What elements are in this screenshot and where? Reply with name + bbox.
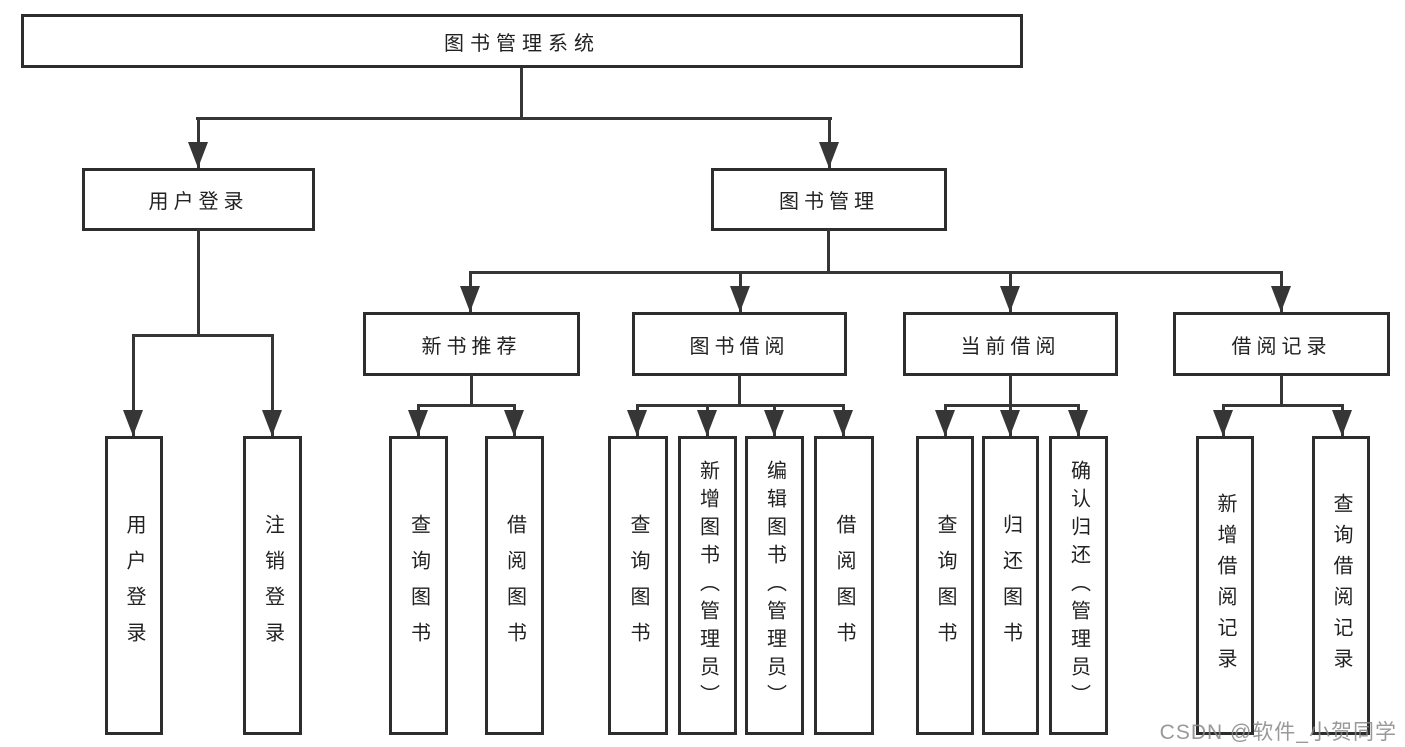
- arrow-down-icon: [504, 410, 524, 436]
- connector-vline: [197, 229, 200, 337]
- node-label: 图书借阅: [689, 335, 790, 358]
- arrow-down-icon: [1213, 410, 1233, 436]
- arrow-down-icon: [460, 286, 480, 312]
- leaf-label: 借阅图书: [503, 513, 526, 658]
- node-current-borrowing: 当前借阅: [903, 312, 1118, 376]
- connector-vline: [520, 68, 523, 118]
- leaf-label: 借阅图书: [833, 513, 855, 658]
- leaf-label: 确认归还（管理员）: [1067, 459, 1090, 712]
- leaf-query-books-recommend: 查询图书: [389, 436, 448, 735]
- leaf-logout: 注销登录: [243, 436, 302, 735]
- node-label: 图书管理: [779, 191, 879, 213]
- arrow-down-icon: [764, 410, 784, 436]
- csdn-watermark: CSDN @软件_小贺同学: [1159, 721, 1397, 744]
- connector-hline: [636, 404, 845, 407]
- connector-hline: [132, 334, 274, 337]
- node-borrowing-records: 借阅记录: [1173, 312, 1390, 376]
- arrow-down-icon: [1271, 286, 1291, 312]
- node-user-login: 用户登录: [82, 168, 315, 231]
- leaf-confirm-return-admin: 确认归还（管理员）: [1049, 436, 1108, 735]
- arrow-down-icon: [1000, 286, 1020, 312]
- leaf-add-book-admin: 新增图书（管理员）: [678, 436, 737, 735]
- leaf-edit-book-admin: 编辑图书（管理员）: [745, 436, 804, 735]
- arrow-down-icon: [819, 142, 839, 168]
- leaf-label: 注销登录: [261, 513, 284, 658]
- node-book-borrowing: 图书借阅: [632, 312, 847, 376]
- arrow-down-icon: [123, 410, 143, 436]
- leaf-label: 查询借阅记录: [1330, 492, 1352, 679]
- leaf-label: 用户登录: [123, 513, 145, 658]
- leaf-label: 归还图书: [999, 513, 1022, 658]
- arrow-down-icon: [697, 410, 717, 436]
- leaf-query-borrow-record: 查询借阅记录: [1312, 436, 1370, 735]
- node-label: 图书管理系统: [444, 32, 600, 55]
- node-book-management: 图书管理: [711, 168, 947, 231]
- connector-vline: [1280, 375, 1283, 407]
- leaf-label: 新增借阅记录: [1214, 492, 1236, 679]
- node-label: 新书推荐: [421, 335, 522, 358]
- arrow-down-icon: [730, 286, 750, 312]
- leaf-add-borrow-record: 新增借阅记录: [1196, 436, 1254, 735]
- arrow-down-icon: [1068, 410, 1088, 436]
- leaf-user-login: 用户登录: [105, 436, 163, 735]
- arrow-down-icon: [1000, 410, 1020, 436]
- node-label: 用户登录: [148, 191, 249, 213]
- connector-hline: [944, 404, 1080, 407]
- connector-vline: [132, 334, 135, 436]
- leaf-label: 编辑图书（管理员）: [763, 459, 786, 712]
- leaf-return-book: 归还图书: [982, 436, 1039, 735]
- leaf-label: 查询图书: [627, 513, 649, 658]
- connector-hline: [417, 404, 516, 407]
- leaf-query-books-current: 查询图书: [916, 436, 974, 735]
- leaf-query-books-borrowing: 查询图书: [608, 436, 668, 735]
- connector-hline: [469, 271, 1283, 274]
- connector-vline: [738, 374, 741, 407]
- leaf-label: 新增图书（管理员）: [696, 459, 719, 712]
- leaf-borrow-books-recommend: 借阅图书: [485, 436, 544, 735]
- connector-vline: [827, 229, 830, 274]
- node-new-book-recommendation: 新书推荐: [363, 312, 580, 376]
- connector-vline: [271, 334, 274, 436]
- arrow-down-icon: [188, 142, 208, 168]
- connector-hline: [196, 117, 832, 120]
- arrow-down-icon: [935, 410, 955, 436]
- leaf-label: 查询图书: [934, 513, 956, 658]
- arrow-down-icon: [262, 410, 282, 436]
- arrow-down-icon: [833, 410, 853, 436]
- arrow-down-icon: [408, 410, 428, 436]
- arrow-down-icon: [627, 410, 647, 436]
- connector-vline: [1009, 375, 1012, 407]
- node-library-system: 图书管理系统: [21, 14, 1023, 68]
- node-label: 当前借阅: [960, 335, 1061, 358]
- leaf-borrow-books-borrowing: 借阅图书: [814, 436, 874, 735]
- node-label: 借阅记录: [1231, 335, 1332, 358]
- leaf-label: 查询图书: [407, 513, 430, 658]
- connector-hline: [1222, 404, 1344, 407]
- connector-vline: [470, 374, 473, 407]
- arrow-down-icon: [1332, 410, 1352, 436]
